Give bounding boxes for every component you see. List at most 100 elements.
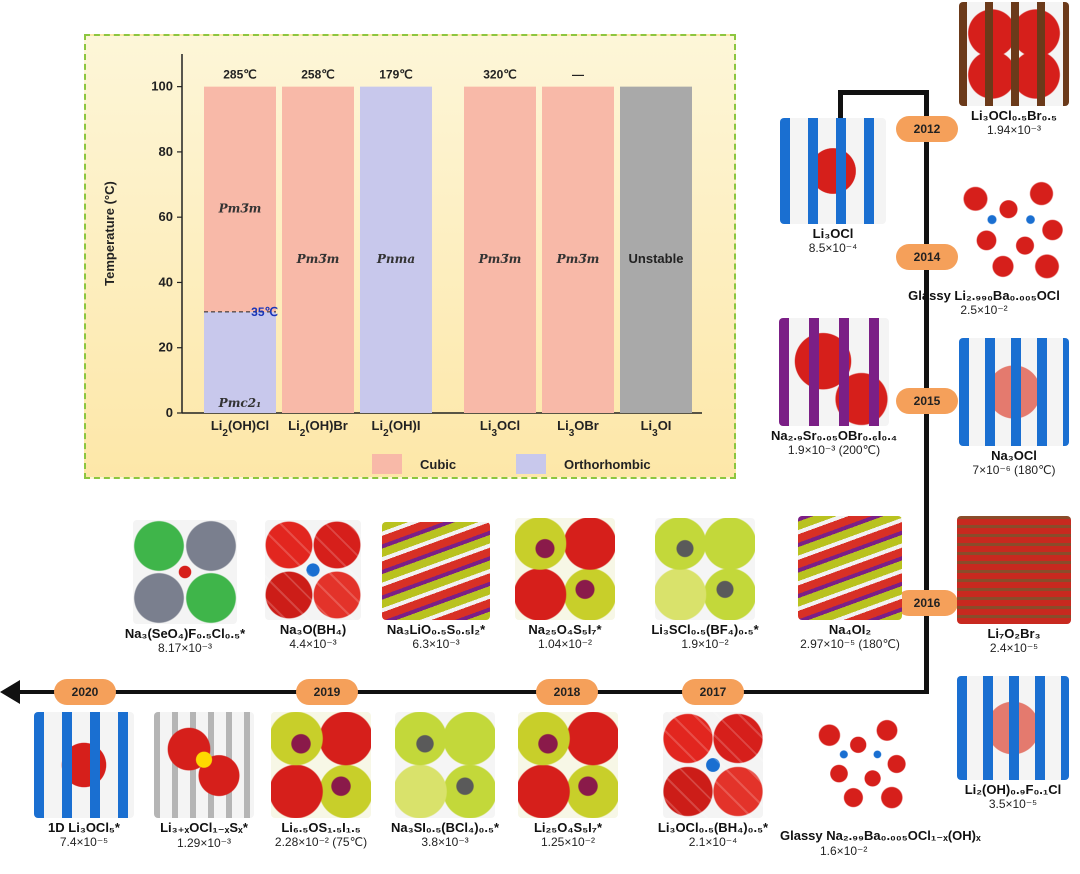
y-tick-label: 100 xyxy=(151,79,173,94)
y-tick-label: 40 xyxy=(159,274,173,289)
bar-segment-unstable xyxy=(620,86,692,414)
material-na-sr: Na₂.₉Sr₀.₀₅OBr₀.₆I₀.₄ 1.9×10⁻³ (200℃) xyxy=(750,318,918,457)
material-name: Li₃OCl xyxy=(812,226,854,241)
material-li3scl: Li₃SCl₀.₅(BF₄)₀.₅* 1.9×10⁻² xyxy=(640,518,770,651)
material-li2ohf: Li₂(OH)₀.₉F₀.₁Cl 3.5×10⁻⁵ xyxy=(946,676,1080,811)
melting-point-label: 258℃ xyxy=(301,68,335,82)
x-tick-label: Li2(OH)Br xyxy=(288,418,348,439)
y-tick-label: 20 xyxy=(159,340,173,355)
year-2020: 2020 xyxy=(54,679,116,705)
conductivity-value: 3.5×10⁻⁵ xyxy=(988,797,1038,811)
melting-point-label: — xyxy=(572,68,584,82)
crystal-structure-image xyxy=(34,712,134,818)
material-na4oi2: Na₄OI₂ 2.97×10⁻⁵ (180℃) xyxy=(780,516,920,651)
crystal-structure-image xyxy=(663,712,763,818)
y-tick-label: 80 xyxy=(159,144,173,159)
material-li3ocl: Li₃OCl 8.5×10⁻⁴ xyxy=(778,118,888,255)
space-group-label: Unstable xyxy=(629,251,684,266)
legend-label: Cubic xyxy=(420,457,456,472)
material-glassy-li-label: Glassy Li₂.₉₉₀Ba₀.₀₀₅OCl 2.5×10⁻² xyxy=(890,286,1078,317)
material-name: Li₃SCl₀.₅(BF₄)₀.₅* xyxy=(651,622,759,637)
material-na3ocl: Na₃OCl 7×10⁻⁶ (180℃) xyxy=(950,338,1078,477)
crystal-structure-image xyxy=(959,2,1069,106)
crystal-structure-image xyxy=(395,712,495,818)
crystal-structure-image xyxy=(957,676,1069,780)
timeline-line-horizontal xyxy=(16,690,928,694)
conductivity-value: 1.04×10⁻² xyxy=(537,637,593,651)
material-name: Li₂(OH)₀.₉F₀.₁Cl xyxy=(964,782,1062,797)
crystal-structure-image xyxy=(959,178,1069,282)
crystal-structure-image xyxy=(382,522,490,620)
material-li3xocl: Li₃₊ₓOCl₁₋ₓSₓ* 1.29×10⁻³ xyxy=(146,712,262,850)
material-li65os15: Li₆.₅OS₁.₅I₁.₅ 2.28×10⁻² (75℃) xyxy=(258,712,384,849)
material-li3ocl05br05: Li₃OCl₀.₅Br₀.₅ 1.94×10⁻³ xyxy=(950,2,1078,137)
bar-segment-orthorhombic xyxy=(204,311,276,413)
conductivity-value: 7×10⁻⁶ (180℃) xyxy=(972,463,1056,477)
material-glassy-na-label: Glassy Na₂.₉₉Ba₀.₀₀₅OCl₁₋ₓ(OH)ₓ 1.6×10⁻² xyxy=(780,826,981,858)
material-name: Li₃₊ₓOCl₁₋ₓSₓ* xyxy=(160,820,248,835)
y-tick-label: 0 xyxy=(166,405,173,420)
material-glassy-li xyxy=(950,178,1078,282)
crystal-structure-image xyxy=(515,518,615,620)
melting-point-label: 320℃ xyxy=(483,68,517,82)
crystal-structure-image xyxy=(957,516,1071,624)
crystal-structure-image xyxy=(779,318,889,426)
material-name: 1D Li₃OCl₅* xyxy=(48,820,120,835)
space-group-label: Pm3̅m xyxy=(556,252,600,266)
timeline-line-top-drop xyxy=(838,90,843,122)
conductivity-value: 1.25×10⁻² xyxy=(540,835,596,849)
crystal-structure-image xyxy=(271,712,371,818)
crystal-structure-image xyxy=(265,520,361,620)
x-tick-label: Li3OBr xyxy=(557,418,599,439)
material-na3lio: Na₃LiO₀.₅S₀.₅I₂* 6.3×10⁻³ xyxy=(366,522,506,651)
year-2016: 2016 xyxy=(896,590,958,616)
space-group-label: Pnma xyxy=(376,252,415,266)
material-name: Na₃SI₀.₅(BCl₄)₀.₅* xyxy=(390,820,500,835)
material-name: Li₇O₂Br₃ xyxy=(987,626,1041,641)
material-na3obh4: Na₃O(BH₄) 4.4×10⁻³ xyxy=(258,520,368,651)
material-name: Li₂₅O₄S₅I₇* xyxy=(533,820,603,835)
bar-segment-orthorhombic xyxy=(360,86,432,414)
crystal-structure-image xyxy=(959,338,1069,446)
conductivity-value: 2.4×10⁻⁵ xyxy=(989,641,1039,655)
conductivity-value: 1.29×10⁻³ xyxy=(176,836,232,850)
transition-temp-label: 35℃ xyxy=(251,305,278,319)
material-name: Na₂.₉Sr₀.₀₅OBr₀.₆I₀.₄ xyxy=(770,428,898,443)
crystal-structure-image xyxy=(780,118,886,224)
material-na3seo4: Na₃(SeO₄)F₀.₅Cl₀.₅* 8.17×10⁻³ xyxy=(110,520,260,655)
bar-segment-cubic xyxy=(542,86,614,414)
year-2012: 2012 xyxy=(896,116,958,142)
material-name: Na₃(SeO₄)F₀.₅Cl₀.₅* xyxy=(124,626,246,641)
conductivity-value: 1.94×10⁻³ xyxy=(986,123,1042,137)
conductivity-value: 7.4×10⁻⁵ xyxy=(59,835,109,849)
material-li7o2br3: Li₇O₂Br₃ 2.4×10⁻⁵ xyxy=(950,516,1078,655)
crystal-structure-image xyxy=(815,716,911,812)
year-2017: 2017 xyxy=(682,679,744,705)
x-tick-label: Li3OCl xyxy=(480,418,520,439)
conductivity-value: 1.9×10⁻² xyxy=(681,637,729,651)
y-tick-label: 60 xyxy=(159,209,173,224)
material-li25o4s5i7: Li₂₅O₄S₅I₇* 1.25×10⁻² xyxy=(508,712,628,849)
material-li3oclbh4: Li₃OCl₀.₅(BH₄)₀.₅* 2.1×10⁻⁴ xyxy=(648,712,778,849)
material-glassy-na xyxy=(788,716,938,812)
material-name: Li₃OCl₀.₅(BH₄)₀.₅* xyxy=(657,820,769,835)
crystal-structure-image xyxy=(133,520,237,624)
x-tick-label: Li2(OH)I xyxy=(372,418,421,439)
melting-point-label: 179℃ xyxy=(379,68,413,82)
crystal-structure-image xyxy=(154,712,254,818)
space-group-label: Pm3̅m xyxy=(296,252,340,266)
material-name: Na₃O(BH₄) xyxy=(279,622,347,637)
bar-segment-cubic xyxy=(464,86,536,414)
material-name: Na₃OCl xyxy=(991,448,1037,463)
crystal-structure-image xyxy=(518,712,618,818)
y-axis-label: Temperature (°C) xyxy=(102,181,117,286)
material-name: Na₃LiO₀.₅S₀.₅I₂* xyxy=(386,622,486,637)
x-tick-label: Li3OI xyxy=(641,418,672,439)
legend-label: Orthorhombic xyxy=(564,457,651,472)
conductivity-value: 3.8×10⁻³ xyxy=(421,835,469,849)
conductivity-value: 2.28×10⁻² (75℃) xyxy=(274,835,368,849)
space-group-label: Pmc2₁ xyxy=(218,396,262,410)
material-na3si: Na₃SI₀.₅(BCl₄)₀.₅* 3.8×10⁻³ xyxy=(380,712,510,849)
